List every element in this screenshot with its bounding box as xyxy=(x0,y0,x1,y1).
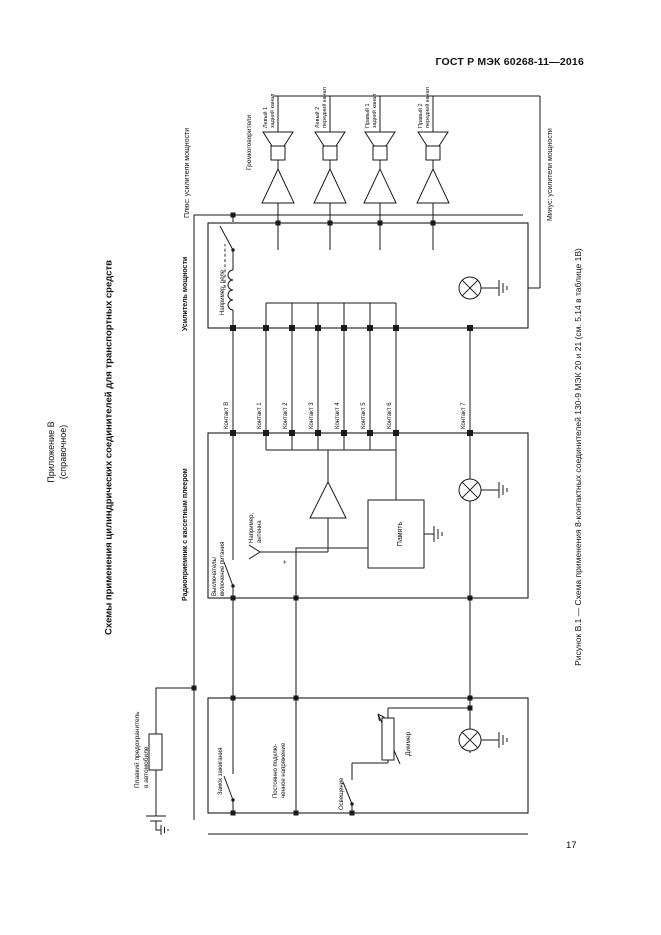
plus-sign-label: + xyxy=(282,560,289,564)
speaker-feed-wires xyxy=(277,160,434,169)
contact-label: Контакт 7 xyxy=(461,402,467,429)
lamp-cross xyxy=(461,731,479,749)
page-number: 17 xyxy=(566,840,577,851)
power-switch-label: Выключатель/ xyxy=(212,556,218,596)
constant-voltage-label: Постоянно подклю- xyxy=(273,744,279,798)
speaker-icon xyxy=(322,145,338,161)
speaker-channel-label: передний канал xyxy=(424,87,431,128)
battery-symbol xyxy=(146,815,169,835)
speaker-icon xyxy=(270,145,286,161)
speaker-horn-icon xyxy=(262,131,294,147)
junction-marks xyxy=(191,212,473,816)
speaker-channel-label: передний канал xyxy=(321,87,328,128)
power-amp-triangle-icon xyxy=(313,167,347,204)
connector-pins xyxy=(230,325,473,436)
speaker-icon xyxy=(372,145,388,161)
speaker-icon xyxy=(425,145,441,161)
speaker-channel-label: задний канал xyxy=(269,94,276,128)
speaker-return-wires xyxy=(277,96,434,132)
contact-label: Контакт 5 xyxy=(361,402,367,429)
switch-blades xyxy=(219,225,353,805)
wiring xyxy=(146,95,541,835)
amplifier-block-label: Усилитель мощности xyxy=(182,257,189,331)
memory-box xyxy=(367,499,425,569)
contact-label: Контакт 4 xyxy=(335,402,341,429)
speaker-horn-icon xyxy=(417,131,449,147)
constant-voltage-label: ченное напряжение xyxy=(281,742,287,798)
vehicle-block xyxy=(207,697,529,814)
power-amp-triangle-icon xyxy=(363,167,397,204)
minus-bus-label: Минус: усилители мощности xyxy=(547,128,554,221)
switch-pivots xyxy=(231,248,354,806)
fuse-symbol xyxy=(148,733,163,771)
speaker-horn-icon xyxy=(364,131,396,147)
minus-bus-wire xyxy=(273,95,541,289)
dimmer-symbol xyxy=(381,717,395,761)
power-amp-triangle-icon xyxy=(416,167,450,204)
lamp-cross xyxy=(461,279,479,297)
speaker-channel-label: Правый 1 xyxy=(364,103,371,128)
memory-wires xyxy=(395,433,443,542)
lamp-grounds xyxy=(481,280,508,748)
contact-label: Контакт 3 xyxy=(309,402,315,429)
speaker-channel-label: задний канал xyxy=(371,94,378,128)
plus-bus-wire xyxy=(193,214,523,820)
ignition-label: Замок зажигания xyxy=(218,748,224,795)
dimmer-label: Диммер xyxy=(405,731,412,756)
constant-voltage-wire xyxy=(295,547,368,813)
standard-number-header: ГОСТ Р МЭК 60268-11—2016 xyxy=(435,56,584,68)
antenna-note-label: антенна xyxy=(257,520,263,543)
amp-output-wires xyxy=(277,203,434,250)
fuse-wire xyxy=(155,687,194,816)
lighting-dimmer-wire xyxy=(351,707,470,813)
contact-label: Контакт 1 xyxy=(257,402,263,429)
relay-note-label: Например, реле xyxy=(220,269,226,315)
contact-label: Контакт 2 xyxy=(283,402,289,429)
relay-coil xyxy=(227,269,234,311)
speaker-channel-label: Левый 2 xyxy=(314,107,321,128)
speaker-horn-icon xyxy=(314,131,346,147)
fuse-label: Плавкий предохранитель xyxy=(133,711,141,788)
fuse-label: в автомобиле xyxy=(142,746,150,788)
antenna-wire xyxy=(248,518,329,560)
speaker-channel-label: Левый 1 xyxy=(262,107,269,128)
speakers-title-label: Громкоговорители xyxy=(246,114,253,170)
lighting-label: Освещение xyxy=(339,777,345,810)
speaker-channel-label: Правый 2 xyxy=(417,103,424,128)
amplifier-block xyxy=(207,222,529,329)
contact-label: Контакт 6 xyxy=(387,402,393,429)
plus-bus-label: Плюс: усилители мощности xyxy=(184,128,191,218)
antenna-note-label: Например, xyxy=(249,513,255,543)
memory-label: Память xyxy=(397,521,404,546)
rotated-diagram-group: Усилитель мощности Радиоприемник с кассе… xyxy=(133,87,554,835)
amp-input-stubs xyxy=(265,302,397,328)
power-amp-triangle-icon xyxy=(261,167,295,204)
preout-fan-wires xyxy=(265,433,396,482)
radio-block-label: Радиоприемник с кассетным плеером xyxy=(182,468,189,601)
power-switch-label: включение питания xyxy=(220,542,226,596)
preamp-triangle-icon xyxy=(309,480,347,519)
contact-label: Контакт В xyxy=(224,402,230,429)
lamp-cross xyxy=(461,481,479,499)
illumination-lamps xyxy=(458,276,482,752)
connector-contact-wires xyxy=(265,328,397,433)
